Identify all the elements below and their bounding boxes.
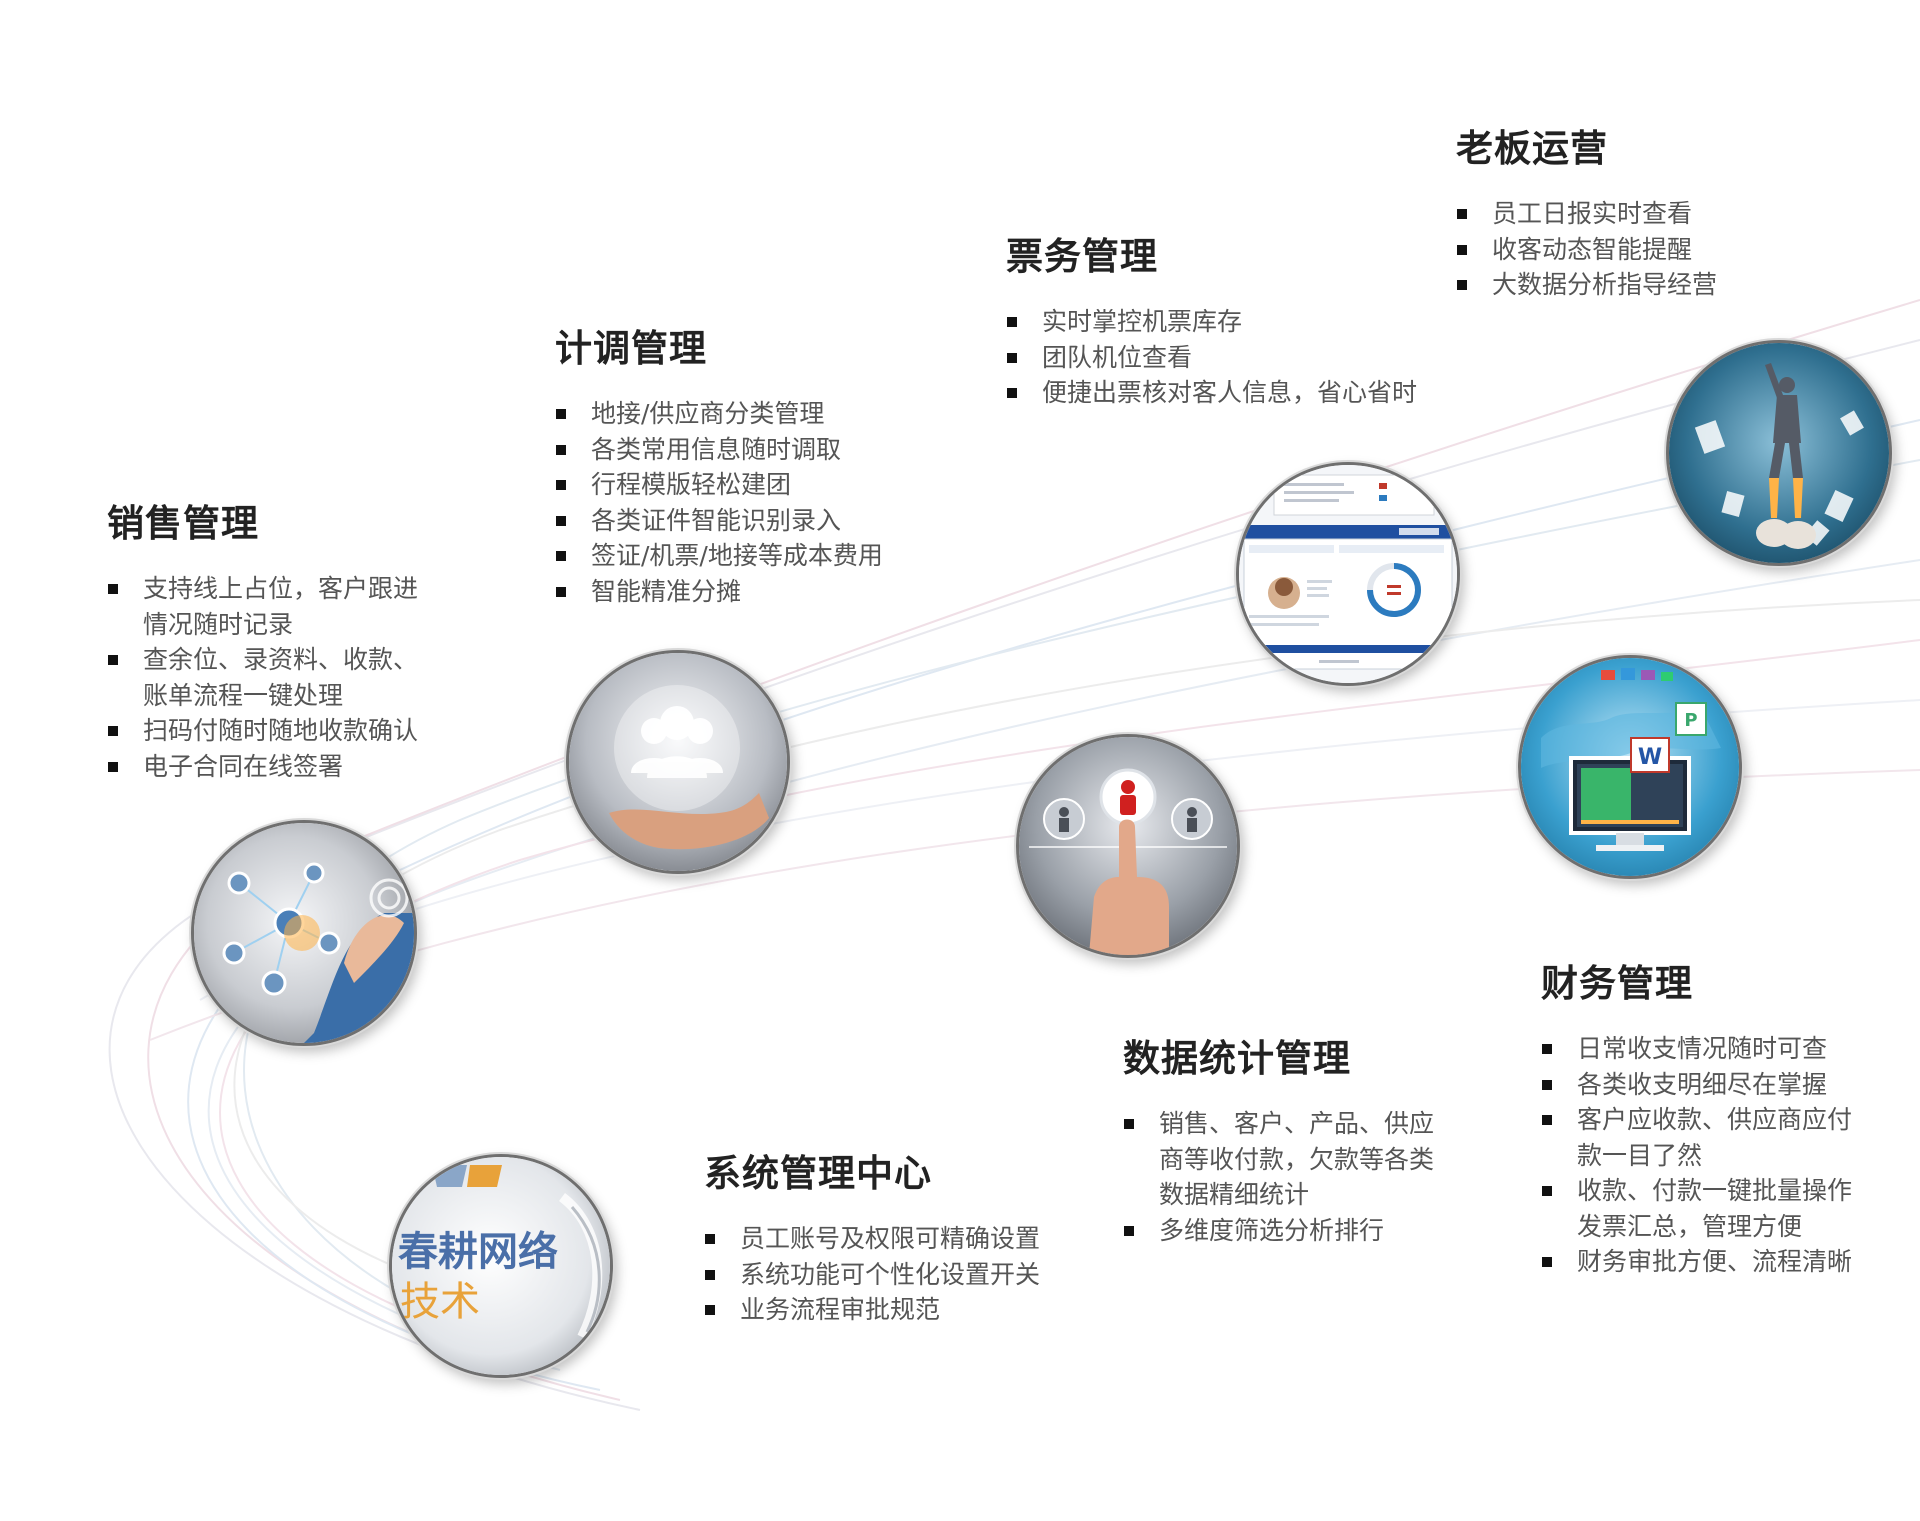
list-item: 员工日报实时查看	[1456, 196, 1756, 232]
sales-section: 销售管理 支持线上占位，客户跟进情况随时记录 查余位、录资料、收款、账单流程一键…	[107, 493, 437, 784]
network-hand-icon	[191, 820, 417, 1046]
sales-title: 销售管理	[107, 502, 259, 545]
dispatch-list: 地接/供应商分类管理 各类常用信息随时调取 行程模版轻松建团 各类证件智能识别录…	[555, 396, 915, 609]
list-item: 业务流程审批规范	[704, 1292, 1064, 1328]
finger-select-person-icon	[1016, 734, 1240, 958]
logo-text-line2: 技术	[400, 1279, 480, 1325]
list-item: 实时掌控机票库存	[1006, 304, 1426, 340]
ticket-list: 实时掌控机票库存 团队机位查看 便捷出票核对客人信息，省心省时	[1006, 304, 1426, 411]
list-item: 日常收支情况随时可查	[1541, 1031, 1871, 1067]
list-item: 大数据分析指导经营	[1456, 267, 1756, 303]
ticket-title: 票务管理	[1006, 235, 1158, 278]
list-item: 系统功能可个性化设置开关	[704, 1257, 1064, 1293]
list-item: 各类收支明细尽在掌握	[1541, 1067, 1871, 1103]
logo-badge-icon: 春耕网络 技术	[389, 1154, 613, 1378]
list-item: 多维度筛选分析排行	[1123, 1213, 1453, 1249]
list-item: 客户应收款、供应商应付款一目了然	[1541, 1102, 1871, 1173]
system-list: 员工账号及权限可精确设置 系统功能可个性化设置开关 业务流程审批规范	[704, 1221, 1064, 1328]
office-monitor-icon: W P	[1518, 655, 1742, 879]
data-stats-section: 数据统计管理 销售、客户、产品、供应商等收付款，欠款等各类数据精细统计 多维度筛…	[1123, 1028, 1453, 1248]
boss-section: 老板运营 员工日报实时查看 收客动态智能提醒 大数据分析指导经营	[1456, 118, 1756, 303]
boss-list: 员工日报实时查看 收客动态智能提醒 大数据分析指导经营	[1456, 196, 1756, 303]
group-in-hand-icon	[566, 650, 790, 874]
list-item: 财务审批方便、流程清晰	[1541, 1244, 1871, 1280]
list-item: 各类证件智能识别录入	[555, 503, 915, 539]
list-item: 签证/机票/地接等成本费用	[555, 538, 915, 574]
list-item: 行程模版轻松建团	[555, 467, 915, 503]
dispatch-section: 计调管理 地接/供应商分类管理 各类常用信息随时调取 行程模版轻松建团 各类证件…	[555, 318, 915, 609]
list-item: 查余位、录资料、收款、账单流程一键处理	[107, 642, 437, 713]
system-title: 系统管理中心	[704, 1152, 932, 1195]
sales-list: 支持线上占位，客户跟进情况随时记录 查余位、录资料、收款、账单流程一键处理 扫码…	[107, 571, 437, 784]
list-item: 收客动态智能提醒	[1456, 232, 1756, 268]
finance-title: 财务管理	[1541, 962, 1693, 1005]
app-screen-icon	[1236, 462, 1460, 686]
list-item: 支持线上占位，客户跟进情况随时记录	[107, 571, 437, 642]
list-item: 收款、付款一键批量操作发票汇总，管理方便	[1541, 1173, 1871, 1244]
finance-section: 财务管理 日常收支情况随时可查 各类收支明细尽在掌握 客户应收款、供应商应付款一…	[1541, 953, 1871, 1280]
list-item: 地接/供应商分类管理	[555, 396, 915, 432]
svg-text:P: P	[1684, 710, 1697, 731]
ticket-section: 票务管理 实时掌控机票库存 团队机位查看 便捷出票核对客人信息，省心省时	[1006, 226, 1426, 411]
finance-list: 日常收支情况随时可查 各类收支明细尽在掌握 客户应收款、供应商应付款一目了然 收…	[1541, 1031, 1871, 1280]
list-item: 智能精准分摊	[555, 574, 915, 610]
data-stats-title: 数据统计管理	[1123, 1037, 1351, 1080]
system-section: 系统管理中心 员工账号及权限可精确设置 系统功能可个性化设置开关 业务流程审批规…	[704, 1143, 1064, 1328]
list-item: 电子合同在线签署	[107, 749, 437, 785]
list-item: 团队机位查看	[1006, 340, 1426, 376]
rocket-man-icon	[1666, 340, 1892, 566]
list-item: 销售、客户、产品、供应商等收付款，欠款等各类数据精细统计	[1123, 1106, 1453, 1213]
boss-title: 老板运营	[1456, 127, 1608, 170]
logo-text-line1: 春耕网络	[398, 1229, 558, 1275]
dispatch-title: 计调管理	[555, 327, 707, 370]
list-item: 各类常用信息随时调取	[555, 432, 915, 468]
data-stats-list: 销售、客户、产品、供应商等收付款，欠款等各类数据精细统计 多维度筛选分析排行	[1123, 1106, 1453, 1248]
list-item: 扫码付随时随地收款确认	[107, 713, 437, 749]
list-item: 员工账号及权限可精确设置	[704, 1221, 1064, 1257]
svg-text:W: W	[1638, 745, 1662, 770]
list-item: 便捷出票核对客人信息，省心省时	[1006, 375, 1426, 411]
